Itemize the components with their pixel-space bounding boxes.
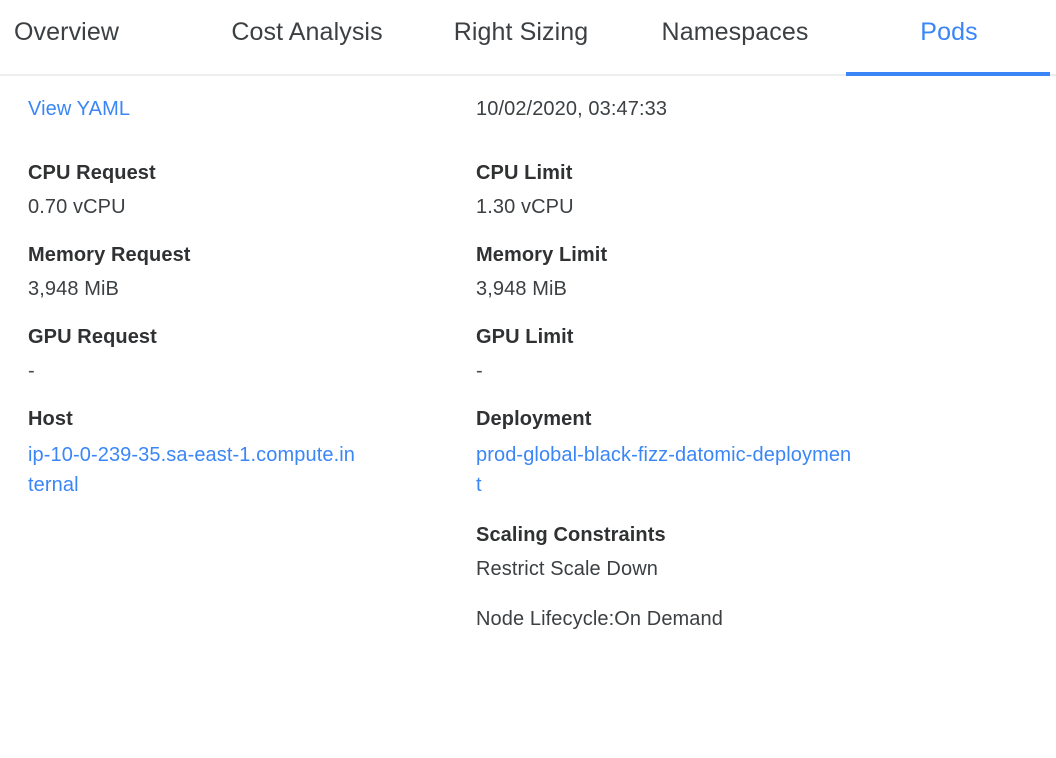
field-cpu-limit-value: 1.30 vCPU [476, 196, 574, 218]
field-memory-limit-value: 3,948 MiB [476, 278, 567, 300]
pod-details-panel: View YAML CPU Request 0.70 vCPU Memory R… [0, 76, 1056, 656]
field-host: Host ip-10-0-239-35.sa-east-1.compute.in… [28, 406, 466, 500]
tab-right-sizing-label: Right Sizing [453, 18, 589, 46]
details-column-right: 10/02/2020, 03:47:33 CPU Limit 1.30 vCPU… [466, 94, 966, 656]
field-deployment: Deployment prod-global-black-fizz-datomi… [476, 406, 966, 500]
view-yaml-link[interactable]: View YAML [28, 98, 131, 120]
tab-namespaces-label: Namespaces [661, 18, 809, 46]
field-memory-limit-label: Memory Limit [476, 244, 608, 266]
tab-cost-analysis-label: Cost Analysis [231, 18, 383, 46]
field-cpu-request-value: 0.70 vCPU [28, 196, 126, 218]
tab-overview-label: Overview [14, 18, 119, 46]
tab-bar: Overview Cost Analysis Right Sizing Name… [0, 0, 1056, 76]
field-memory-request-value: 3,948 MiB [28, 278, 119, 300]
scaling-constraint-item: Restrict Scale Down [476, 558, 658, 580]
field-gpu-limit: GPU Limit - [476, 324, 966, 384]
tab-cost-analysis[interactable]: Cost Analysis [200, 0, 414, 74]
field-gpu-request: GPU Request - [28, 324, 466, 384]
tab-overview[interactable]: Overview [0, 0, 200, 74]
tab-pods[interactable]: Pods [842, 0, 1056, 76]
field-host-label: Host [28, 408, 73, 430]
scaling-constraints-label: Scaling Constraints [476, 524, 666, 546]
field-cpu-request-label: CPU Request [28, 162, 156, 184]
field-scaling-constraints: Scaling Constraints Restrict Scale Down … [476, 522, 966, 632]
tab-namespaces[interactable]: Namespaces [628, 0, 842, 74]
pod-start-timestamp: 10/02/2020, 03:47:33 [476, 98, 668, 120]
tab-right-sizing[interactable]: Right Sizing [414, 0, 628, 74]
field-cpu-request: CPU Request 0.70 vCPU [28, 160, 466, 220]
host-link[interactable]: ip-10-0-239-35.sa-east-1.compute.interna… [28, 444, 356, 496]
field-cpu-limit: CPU Limit 1.30 vCPU [476, 160, 966, 220]
field-gpu-request-label: GPU Request [28, 326, 157, 348]
view-yaml-row: View YAML [28, 94, 466, 124]
field-gpu-limit-value: - [476, 360, 483, 382]
field-cpu-limit-label: CPU Limit [476, 162, 573, 184]
scaling-constraint-item: Node Lifecycle:On Demand [476, 608, 723, 630]
tab-pods-label: Pods [920, 18, 978, 46]
field-gpu-limit-label: GPU Limit [476, 326, 574, 348]
details-column-left: View YAML CPU Request 0.70 vCPU Memory R… [0, 94, 466, 656]
deployment-link[interactable]: prod-global-black-fizz-datomic-deploymen… [476, 444, 852, 496]
field-memory-request-label: Memory Request [28, 244, 191, 266]
field-memory-limit: Memory Limit 3,948 MiB [476, 242, 966, 302]
field-deployment-label: Deployment [476, 408, 592, 430]
field-memory-request: Memory Request 3,948 MiB [28, 242, 466, 302]
field-gpu-request-value: - [28, 360, 35, 382]
